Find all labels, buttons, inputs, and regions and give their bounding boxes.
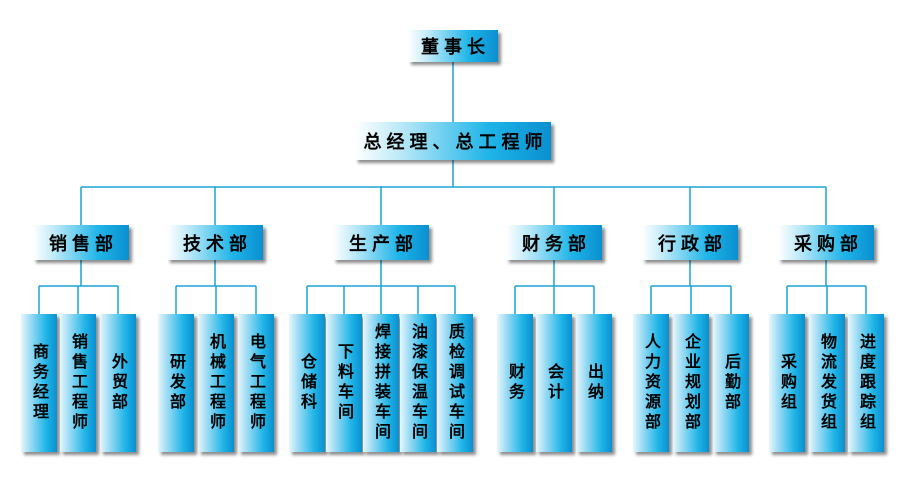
node-general-manager-label: 总经理、总工程师 (363, 132, 548, 153)
unit-label: 焊接拼装车间 (372, 323, 391, 443)
node-unit: 企业规划部 (673, 314, 709, 452)
unit-label: 仓储科 (298, 353, 317, 413)
unit-label: 质检调试车间 (446, 323, 465, 443)
node-unit: 出纳 (576, 314, 612, 452)
node-chairman: 董事长 (408, 30, 498, 62)
dept-label: 采购部 (794, 233, 863, 255)
unit-label: 下料车间 (335, 343, 354, 423)
unit-label: 出纳 (585, 363, 604, 403)
node-dept-production: 生产部 (333, 225, 429, 260)
unit-label: 财务 (506, 363, 525, 403)
dept-label: 财务部 (522, 233, 591, 255)
unit-label: 采购组 (778, 353, 797, 413)
node-unit: 会计 (536, 314, 572, 452)
unit-label: 机械工程师 (207, 333, 226, 433)
node-unit: 物流发货组 (809, 314, 845, 452)
unit-label: 后勤部 (722, 353, 741, 413)
node-general-manager: 总经理、总工程师 (355, 122, 551, 160)
node-unit: 外贸部 (100, 314, 136, 452)
node-unit: 人力资源部 (633, 314, 669, 452)
node-unit: 进度跟踪组 (848, 314, 884, 452)
node-unit: 质检调试车间 (437, 314, 473, 452)
unit-label: 研发部 (167, 353, 186, 413)
unit-label: 外贸部 (109, 353, 128, 413)
node-unit: 销售工程师 (60, 314, 96, 452)
unit-label: 会计 (545, 363, 564, 403)
unit-label: 进度跟踪组 (857, 333, 876, 433)
node-dept-finance: 财务部 (506, 225, 602, 260)
dept-label: 销售部 (49, 233, 118, 255)
unit-label: 商务经理 (30, 343, 49, 423)
node-unit: 仓储科 (289, 314, 325, 452)
node-unit: 焊接拼装车间 (363, 314, 399, 452)
node-dept-tech: 技术部 (167, 225, 263, 260)
node-dept-sales: 销售部 (33, 225, 129, 260)
unit-label: 电气工程师 (247, 333, 266, 433)
dept-label: 生产部 (349, 233, 418, 255)
dept-label: 行政部 (658, 233, 727, 255)
node-unit: 电气工程师 (238, 314, 274, 452)
node-dept-admin: 行政部 (642, 225, 738, 260)
dept-label: 技术部 (183, 233, 252, 255)
node-dept-purchasing: 采购部 (778, 225, 874, 260)
unit-label: 油漆保温车间 (409, 323, 428, 443)
node-unit: 研发部 (158, 314, 194, 452)
unit-label: 企业规划部 (682, 333, 701, 433)
node-unit: 商务经理 (21, 314, 57, 452)
node-unit: 财务 (497, 314, 533, 452)
node-unit: 油漆保温车间 (400, 314, 436, 452)
node-chairman-label: 董事长 (421, 37, 490, 58)
node-unit: 后勤部 (713, 314, 749, 452)
node-unit: 下料车间 (326, 314, 362, 452)
unit-label: 销售工程师 (69, 333, 88, 433)
node-unit: 机械工程师 (198, 314, 234, 452)
node-unit: 采购组 (769, 314, 805, 452)
unit-label: 物流发货组 (818, 333, 837, 433)
unit-label: 人力资源部 (642, 333, 661, 433)
